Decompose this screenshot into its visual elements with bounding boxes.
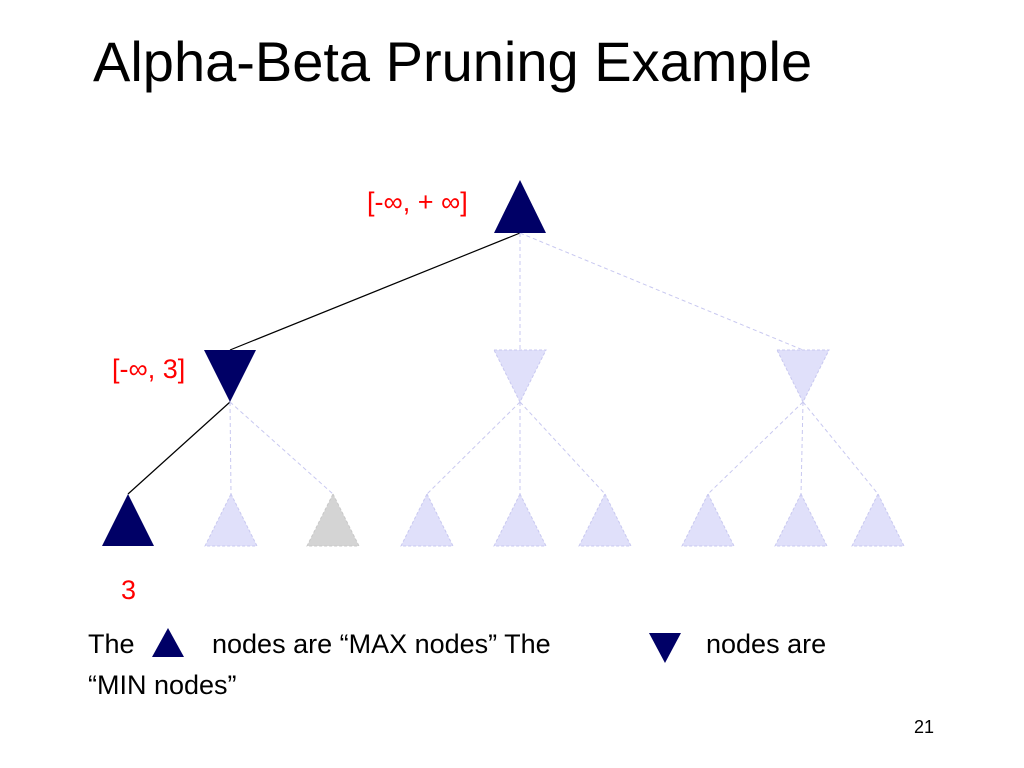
- edge-min-1-to-leaf-2: [229, 401, 232, 495]
- min-node-3: [776, 349, 830, 404]
- root-bounds-label: [-∞, + ∞]: [367, 187, 468, 217]
- leaf-max-node-1: [102, 494, 154, 546]
- leaf-value-label: 3: [121, 575, 137, 605]
- legend-text-nodes-are: nodes are: [706, 629, 827, 659]
- edge-min-3-to-leaf-8: [800, 401, 804, 495]
- edge-min-2-to-leaf-6: [519, 401, 606, 495]
- edge-root-to-min-1: [229, 232, 521, 351]
- leaf-max-node-6: [578, 492, 632, 547]
- min-node-2: [493, 349, 547, 404]
- edge-min-1-to-leaf-1: [127, 401, 231, 495]
- legend-text-the: The: [88, 629, 135, 659]
- leaf-max-node-5: [493, 492, 547, 547]
- leaf-max-node-9: [851, 492, 905, 547]
- page-number: 21: [914, 717, 935, 737]
- edge-root-to-min-3: [519, 232, 804, 351]
- max-node-legend-icon: [152, 628, 184, 657]
- min-node-legend-icon: [649, 633, 681, 663]
- leaf-max-node-3: [306, 492, 360, 547]
- leaf-max-node-8: [774, 492, 828, 547]
- leaf-max-node-2: [204, 492, 258, 547]
- legend-text-max: nodes are “MAX nodes” The: [212, 629, 551, 659]
- edge-min-1-to-leaf-3: [229, 401, 334, 495]
- leaf-max-node-4: [400, 492, 454, 547]
- edge-min-2-to-leaf-4: [426, 401, 521, 495]
- min-node-bounds-label: [-∞, 3]: [112, 354, 186, 384]
- min-node-1: [204, 350, 256, 402]
- edge-min-3-to-leaf-7: [707, 401, 804, 495]
- slide-title: Alpha-Beta Pruning Example: [93, 30, 813, 93]
- tree-edges: [127, 232, 879, 495]
- root-max-node: [494, 180, 546, 233]
- edge-min-3-to-leaf-9: [802, 401, 879, 495]
- leaf-max-node-7: [681, 492, 735, 547]
- legend-text-min: “MIN nodes”: [88, 670, 237, 700]
- tree-nodes: [102, 180, 905, 547]
